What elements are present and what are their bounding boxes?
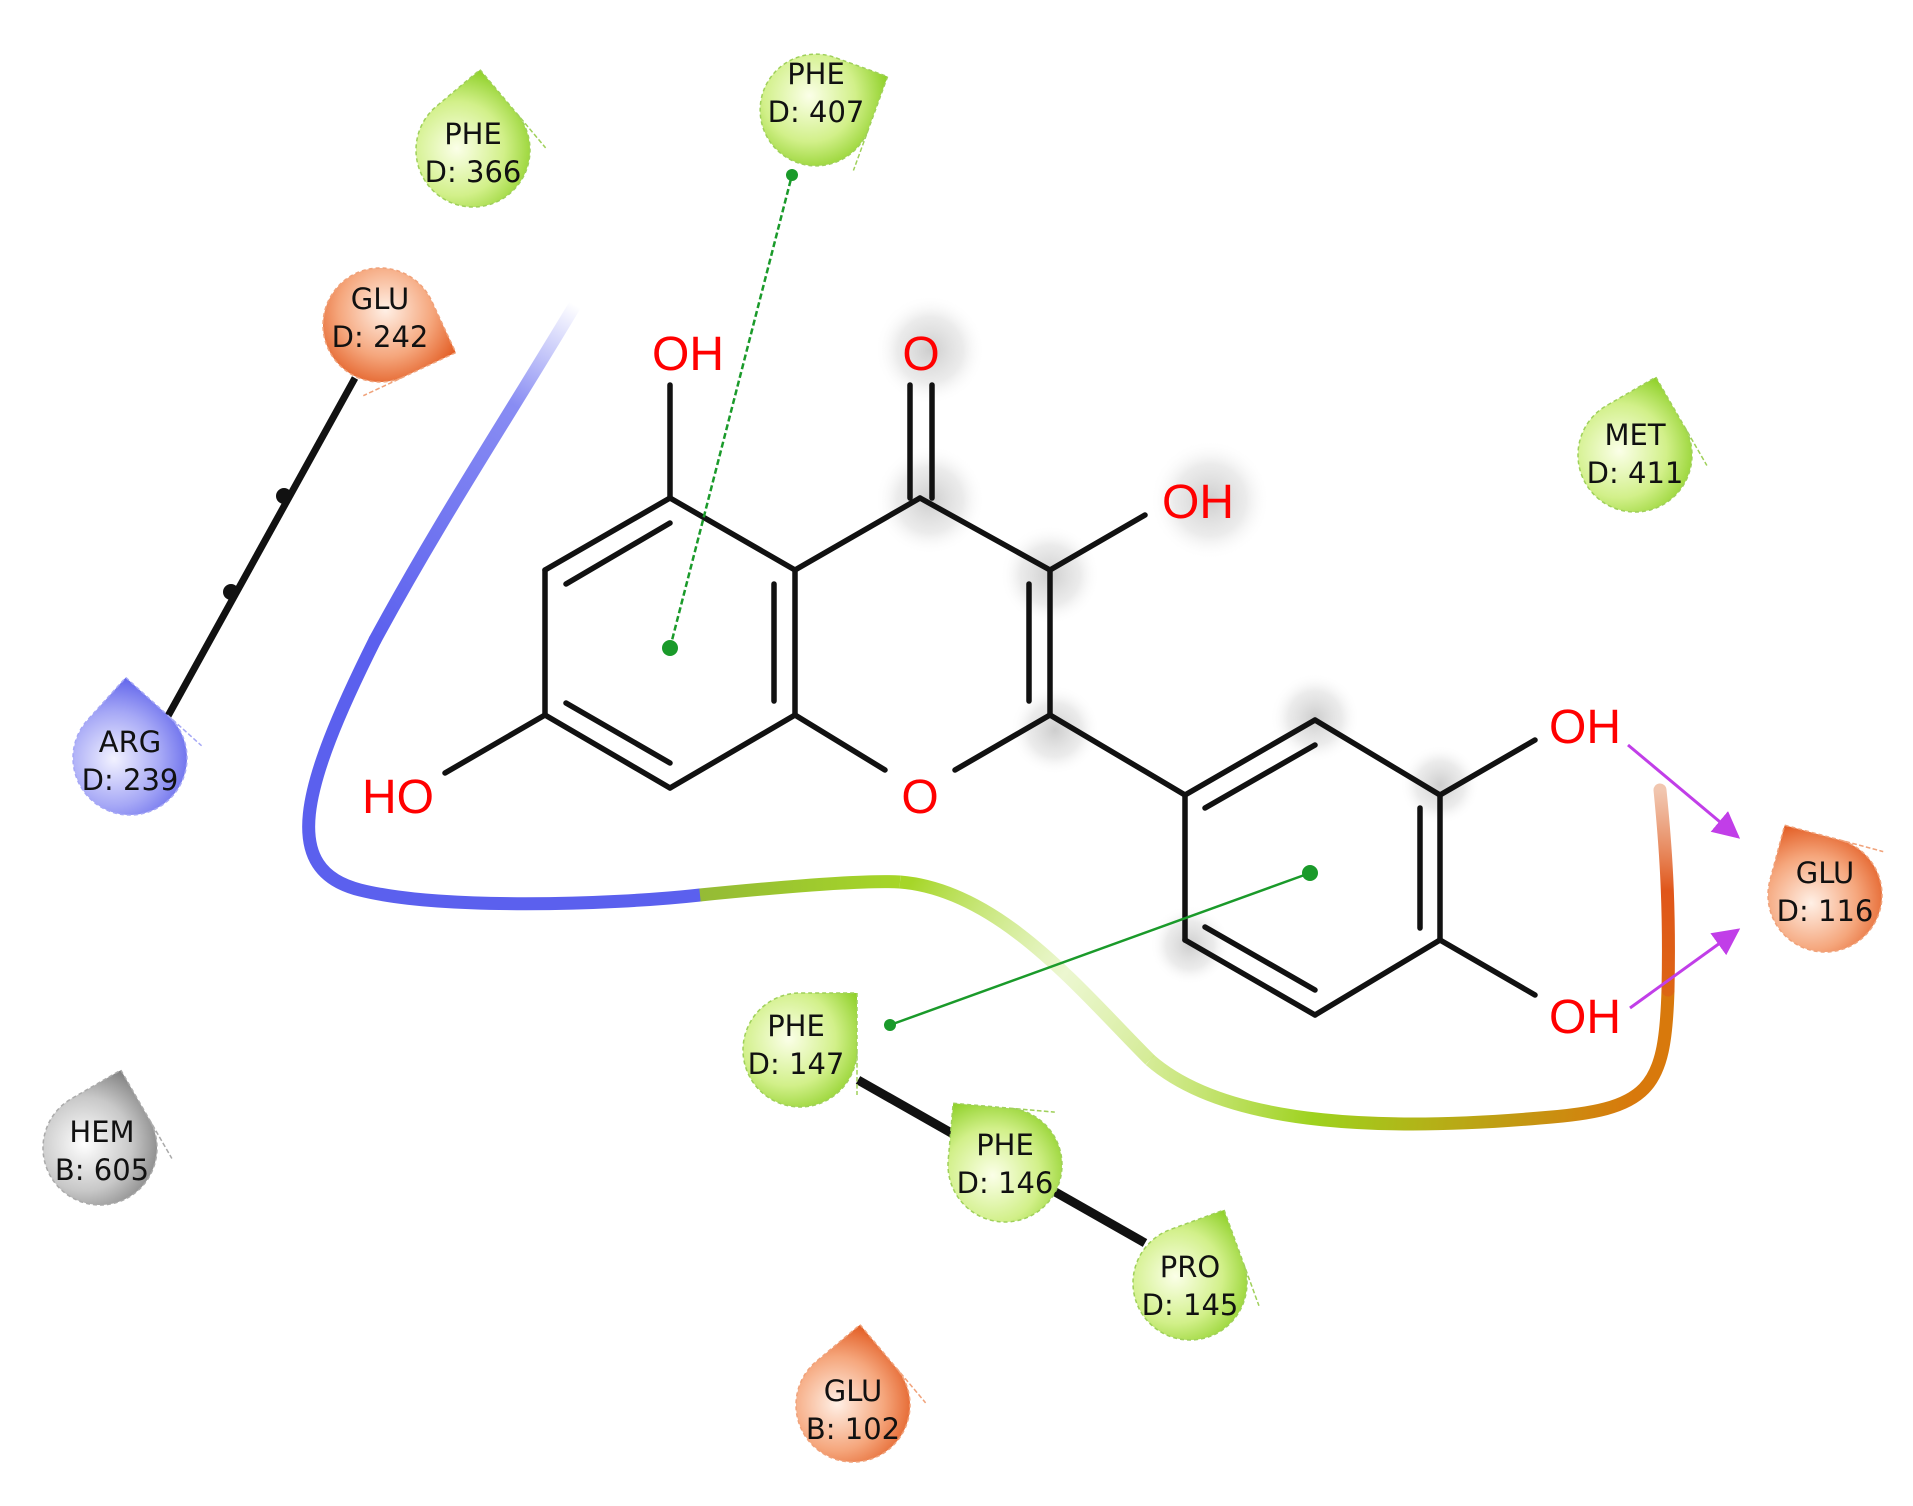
residue-met411-name: MET	[1604, 418, 1665, 452]
residue-phe366-name: PHE	[444, 117, 502, 151]
residue-glu242-name: GLU	[351, 282, 409, 316]
solvent-exposure-halos	[875, 295, 1480, 985]
pocket-contour	[302, 298, 1675, 1131]
atom-o-carbonyl: O	[902, 328, 939, 381]
residue-glu116[interactable]: GLU D: 116	[1755, 824, 1895, 965]
residue-glu116-chain: D: 116	[1777, 894, 1874, 928]
residue-phe146[interactable]: PHE D: 146	[943, 1102, 1067, 1227]
residue-glu242-chain: D: 242	[332, 320, 429, 354]
residue-phe147-chain: D: 147	[748, 1047, 845, 1081]
residue-pro145-name: PRO	[1160, 1250, 1220, 1284]
residue-arg239-chain: D: 239	[82, 763, 179, 797]
residue-phe407-name: PHE	[787, 57, 845, 91]
ligand-atoms: OH O OH HO O OH OH	[362, 328, 1621, 1044]
residue-glu242[interactable]: GLU D: 242	[304, 249, 457, 400]
ligand-bonds	[442, 382, 1538, 1018]
atom-o-ring: O	[901, 771, 938, 824]
residue-hem605[interactable]: HEM B: 605	[22, 1069, 178, 1226]
residue-phe366[interactable]: PHE D: 366	[393, 68, 554, 231]
residue-glu116-name: GLU	[1796, 856, 1854, 890]
residues: PHE D: 366 PHE D: 407 GLU D: 242 ARG D: …	[22, 38, 1895, 1486]
residue-phe407[interactable]: PHE D: 407	[744, 38, 889, 181]
residue-glu102[interactable]: GLU B: 102	[773, 1323, 934, 1486]
atom-oh-5: OH	[652, 328, 724, 381]
atom-oh-4prime: OH	[1549, 991, 1621, 1044]
residue-glu102-chain: B: 102	[806, 1412, 900, 1446]
atom-oh-3prime: OH	[1549, 701, 1621, 754]
atom-oh-3: OH	[1162, 476, 1234, 529]
residue-arg239-name: ARG	[99, 725, 161, 759]
residue-pro145[interactable]: PRO D: 145	[1117, 1208, 1263, 1356]
residue-hem605-name: HEM	[69, 1115, 134, 1149]
residue-phe366-chain: D: 366	[425, 155, 522, 189]
residue-phe146-name: PHE	[976, 1128, 1034, 1162]
residue-met411-chain: D: 411	[1587, 456, 1684, 490]
atom-ho-7: HO	[362, 771, 434, 824]
pi-interactions	[662, 169, 1318, 1031]
residue-met411[interactable]: MET D: 411	[1557, 376, 1713, 533]
residue-phe146-chain: D: 146	[957, 1166, 1054, 1200]
residue-phe147[interactable]: PHE D: 147	[742, 992, 858, 1108]
residue-pro145-chain: D: 145	[1142, 1288, 1239, 1322]
residue-phe407-chain: D: 407	[768, 95, 865, 129]
hydrogen-bonds	[1627, 743, 1741, 1010]
residue-phe147-name: PHE	[767, 1009, 825, 1043]
residue-hem605-chain: B: 605	[55, 1153, 149, 1187]
residue-glu102-name: GLU	[824, 1374, 882, 1408]
residue-arg239[interactable]: ARG D: 239	[50, 676, 211, 839]
